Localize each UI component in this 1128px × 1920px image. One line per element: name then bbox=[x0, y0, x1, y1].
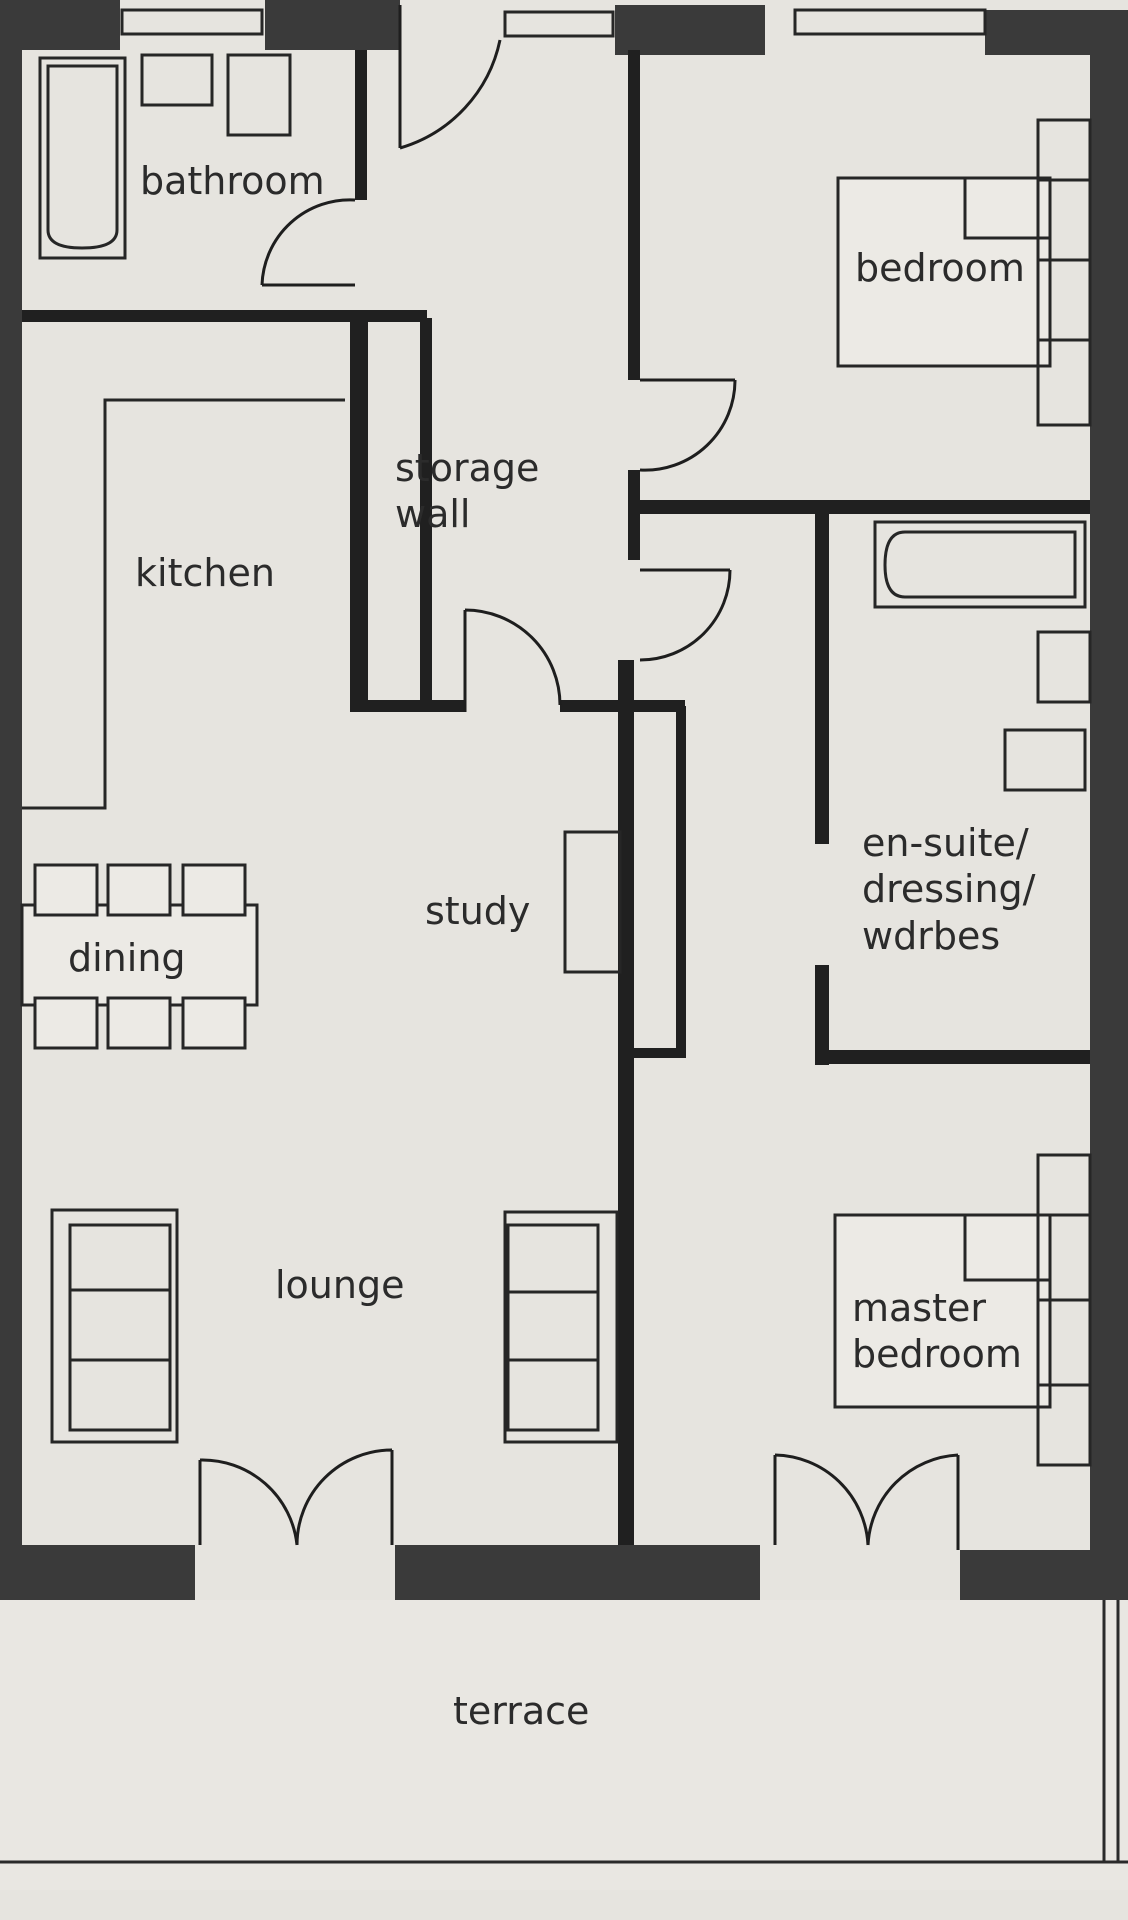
bath-tub bbox=[38, 56, 127, 260]
bottom-wall-1 bbox=[0, 1545, 195, 1600]
label-en-suite-line1: en-suite/ bbox=[862, 821, 1029, 865]
master-wardrobe-4 bbox=[1036, 1383, 1092, 1467]
door-master-left bbox=[773, 1453, 870, 1546]
wall-storage-bottom bbox=[350, 700, 465, 712]
master-bed-fold bbox=[963, 1215, 1050, 1282]
label-terrace: terrace bbox=[453, 1689, 590, 1733]
wall-spine bbox=[618, 660, 634, 1545]
wall-storage-left bbox=[350, 310, 368, 710]
outer-wall-left bbox=[0, 0, 22, 1600]
label-lounge: lounge bbox=[275, 1263, 405, 1307]
door-lounge-left bbox=[198, 1458, 299, 1546]
wardrobe-4 bbox=[1036, 338, 1092, 427]
wall-corridor-mid bbox=[628, 470, 640, 560]
dining-table bbox=[20, 903, 259, 1007]
bed-fold bbox=[963, 178, 1050, 240]
door-ensuite bbox=[639, 568, 732, 662]
label-bedroom: bedroom bbox=[855, 246, 1025, 290]
dining-chair-4 bbox=[33, 996, 99, 1050]
wall-bathroom-right bbox=[355, 50, 367, 200]
door-bedroom bbox=[639, 378, 737, 472]
label-kitchen: kitchen bbox=[135, 551, 275, 595]
basin bbox=[140, 53, 214, 107]
terrace-floor bbox=[0, 1600, 1128, 1890]
bottom-wall-2 bbox=[395, 1545, 760, 1600]
label-en-suite: en-suite/ dressing/ wdrbes bbox=[862, 820, 1035, 959]
study-desk bbox=[563, 830, 622, 974]
top-wall-1 bbox=[0, 0, 120, 50]
top-wall-2 bbox=[265, 0, 400, 50]
door-master-right bbox=[866, 1453, 960, 1550]
wall-bathroom-bottom bbox=[22, 310, 427, 322]
door-bathroom bbox=[260, 198, 356, 287]
sofa-right bbox=[503, 1210, 619, 1444]
sofa-right-inner bbox=[506, 1223, 600, 1432]
label-study: study bbox=[425, 889, 531, 933]
toilet bbox=[226, 53, 292, 137]
dining-chair-6 bbox=[181, 996, 247, 1050]
label-en-suite-line3: wdrbes bbox=[862, 913, 1001, 958]
wall-storage-inner bbox=[420, 318, 432, 710]
label-dining: dining bbox=[68, 936, 186, 980]
door-lounge-right bbox=[295, 1448, 394, 1546]
sofa-left bbox=[50, 1208, 179, 1444]
dining-chair-3 bbox=[181, 863, 247, 917]
window-top-2 bbox=[503, 10, 615, 38]
label-storage-line1: storage bbox=[395, 446, 540, 490]
bottom-wall-3 bbox=[960, 1550, 1128, 1600]
top-wall-4 bbox=[985, 10, 1128, 55]
wall-ensuite-left-bottom bbox=[815, 965, 829, 1065]
wall-bedroom-left bbox=[628, 50, 640, 380]
dining-chair-5 bbox=[106, 996, 172, 1050]
label-bathroom: bathroom bbox=[140, 159, 325, 203]
kitchen-counter bbox=[22, 398, 345, 810]
ensuite-basin bbox=[1036, 630, 1092, 704]
label-master-bedroom: master bedroom bbox=[852, 1285, 1022, 1378]
dining-chair-1 bbox=[33, 863, 99, 917]
wall-bedroom-bottom bbox=[628, 500, 1090, 514]
wall-ensuite-left-top bbox=[815, 514, 829, 844]
outer-wall-right bbox=[1090, 10, 1128, 1600]
master-bed bbox=[833, 1213, 1052, 1409]
label-master-line2: bedroom bbox=[852, 1332, 1022, 1377]
label-storage-line2: wall bbox=[395, 492, 471, 537]
label-storage-wall: storage wall bbox=[395, 445, 539, 538]
window-top-1 bbox=[120, 8, 264, 36]
top-wall-3 bbox=[615, 5, 765, 55]
label-master-line1: master bbox=[852, 1286, 987, 1330]
wall-study-closet-right bbox=[676, 706, 686, 1056]
dining-chair-2 bbox=[106, 863, 172, 917]
label-en-suite-line2: dressing/ bbox=[862, 867, 1036, 912]
wall-ensuite-bottom bbox=[815, 1050, 1090, 1064]
bath-tub-inner bbox=[46, 64, 119, 250]
ensuite-bath bbox=[873, 520, 1087, 609]
door-study bbox=[463, 608, 562, 712]
wall-study-closet-bottom bbox=[634, 1048, 686, 1058]
ensuite-toilet bbox=[1003, 728, 1087, 792]
window-top-3 bbox=[793, 8, 987, 36]
ensuite-bath-inner bbox=[883, 530, 1077, 599]
door-entry bbox=[398, 5, 502, 150]
bed bbox=[836, 176, 1052, 368]
sofa-left-inner bbox=[68, 1223, 172, 1432]
